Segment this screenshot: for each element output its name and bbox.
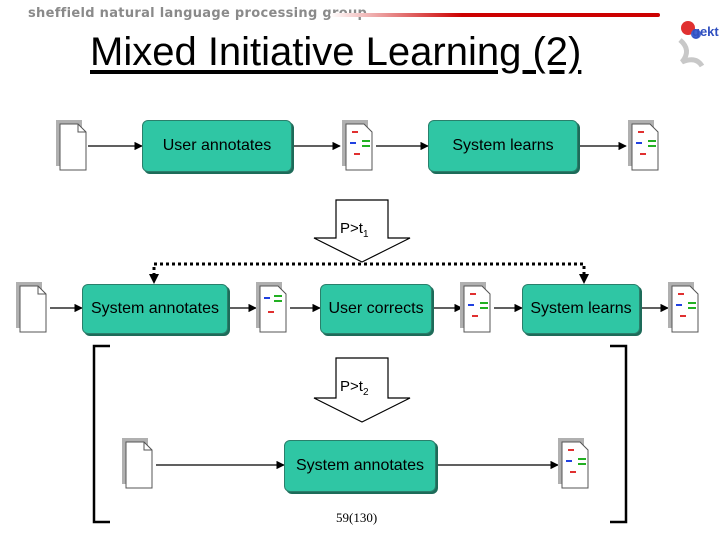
node-system-learns: System learns (428, 120, 578, 172)
node-label: System learns (530, 300, 632, 317)
document-icon (16, 282, 47, 333)
node-label: System annotates (90, 300, 220, 317)
condition-arrow-2 (313, 357, 411, 423)
node-system-learns-2: System learns (522, 284, 640, 334)
annotated-document-icon (256, 282, 287, 333)
node-user-corrects: User corrects (320, 284, 432, 334)
logo-text: gekt (692, 24, 719, 39)
document-icon (122, 438, 153, 489)
annotated-document-icon (558, 438, 589, 489)
node-label: User corrects (328, 300, 424, 317)
gate-logo-icon: gekt (666, 10, 720, 72)
node-user-annotates: User annotates (142, 120, 292, 172)
node-system-annotates-3: System annotates (284, 440, 436, 492)
page-number: 59(130) (336, 510, 378, 525)
group-header: sheffield natural language processing gr… (28, 6, 368, 21)
document-icon (56, 120, 87, 171)
feedback-arrowhead-left (149, 274, 159, 284)
condition-label-1: P>t1 (340, 220, 369, 240)
feedback-arrowhead-right (579, 274, 589, 284)
left-bracket (92, 344, 110, 524)
annotated-document-icon (460, 282, 491, 333)
feedback-dotted-line (152, 262, 586, 276)
node-label: System annotates (295, 457, 425, 474)
node-system-annotates: System annotates (82, 284, 228, 334)
node-label: User annotates (162, 137, 272, 154)
condition-label-2: P>t2 (340, 378, 369, 398)
right-bracket (610, 344, 628, 524)
condition-arrow-1 (313, 199, 411, 263)
annotated-document-icon (628, 120, 659, 171)
node-label: System learns (452, 137, 554, 154)
slide-title: Mixed Initiative Learning (2) (90, 30, 582, 74)
header-rule (330, 13, 660, 17)
annotated-document-icon (342, 120, 373, 171)
annotated-document-icon (668, 282, 699, 333)
